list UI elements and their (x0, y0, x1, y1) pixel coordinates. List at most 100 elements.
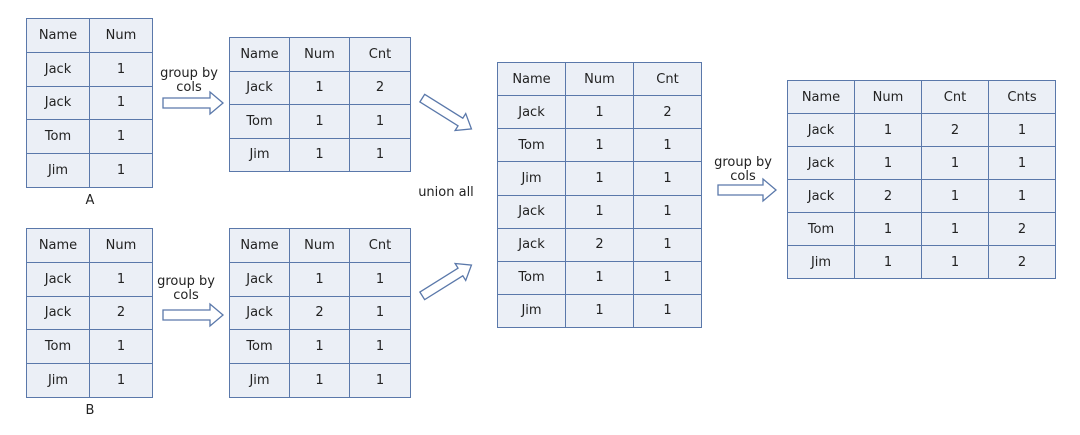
cell: 2 (565, 227, 634, 262)
arrow-shape (418, 262, 473, 301)
cell: Tom (229, 329, 290, 365)
cell: 1 (854, 212, 922, 246)
table-header: Name Num (26, 18, 153, 53)
cell: 1 (988, 179, 1056, 213)
cell: 1 (89, 153, 153, 188)
header-cell: Num (89, 18, 153, 53)
table-header: Name Num Cnt (229, 228, 411, 263)
cell: 1 (921, 245, 989, 279)
cell: 1 (633, 293, 702, 329)
group-by-label-1: group by cols (160, 66, 218, 95)
arrow-shape (418, 93, 473, 132)
table-a-caption: A (85, 193, 95, 208)
right-arrow-icon (717, 177, 778, 203)
table-header: Name Num (26, 228, 153, 263)
cell: Jack (26, 51, 90, 87)
cell: Jack (497, 227, 566, 262)
header-cell: Cnt (633, 61, 702, 97)
cell: Tom (787, 212, 855, 246)
cell: 1 (854, 245, 922, 279)
cell: 2 (854, 179, 922, 213)
table-header: Name Num Cnt (497, 61, 702, 97)
cell: 1 (89, 119, 153, 155)
table-header: Name Num Cnt Cnts (787, 80, 1056, 114)
group-by-label-2: group by cols (157, 274, 215, 303)
cell: 2 (988, 212, 1056, 246)
cell: Jack (26, 261, 90, 297)
cell: Jack (229, 295, 290, 331)
cell: Jack (497, 194, 566, 229)
header-cell: Cnts (988, 80, 1056, 114)
cell: 1 (349, 137, 411, 172)
cell: Jim (787, 245, 855, 279)
cell: 1 (289, 261, 350, 297)
cell: 1 (565, 293, 634, 329)
cell: Jim (497, 293, 566, 329)
cell: Jim (497, 161, 566, 196)
cell: Tom (26, 119, 90, 155)
cell: 1 (565, 128, 634, 163)
cell: 1 (988, 146, 1056, 180)
cell: 1 (349, 295, 411, 331)
cell: 1 (89, 329, 153, 365)
header-cell: Num (289, 228, 350, 263)
cell: 1 (854, 146, 922, 180)
group-by-label-3: group by cols (714, 155, 772, 184)
cell: 1 (854, 113, 922, 147)
cell: Jim (26, 363, 90, 398)
header-cell: Num (289, 37, 350, 72)
table-b-caption: B (85, 403, 95, 418)
header-cell: Name (26, 18, 90, 53)
cell: Tom (497, 260, 566, 295)
cell: 1 (565, 161, 634, 196)
header-cell: Num (89, 228, 153, 263)
right-arrow-icon (162, 90, 225, 116)
cell: 1 (89, 363, 153, 398)
up-right-arrow-icon (418, 262, 473, 301)
cell: Jack (787, 113, 855, 147)
cell: 1 (289, 363, 350, 398)
cell: Jack (787, 146, 855, 180)
header-cell: Cnt (921, 80, 989, 114)
down-right-arrow-icon (418, 93, 473, 132)
right-arrow-icon (162, 302, 225, 328)
header-cell: Name (26, 228, 90, 263)
cell: Jim (229, 363, 290, 398)
union-all-label: union all (418, 185, 474, 200)
cell: 1 (289, 329, 350, 365)
cell: 2 (988, 245, 1056, 279)
cell: 1 (633, 194, 702, 229)
cell: 1 (349, 363, 411, 398)
cell: 1 (289, 104, 350, 139)
cell: 1 (89, 261, 153, 297)
header-cell: Num (565, 61, 634, 97)
cell: 1 (921, 212, 989, 246)
header-cell: Name (787, 80, 855, 114)
